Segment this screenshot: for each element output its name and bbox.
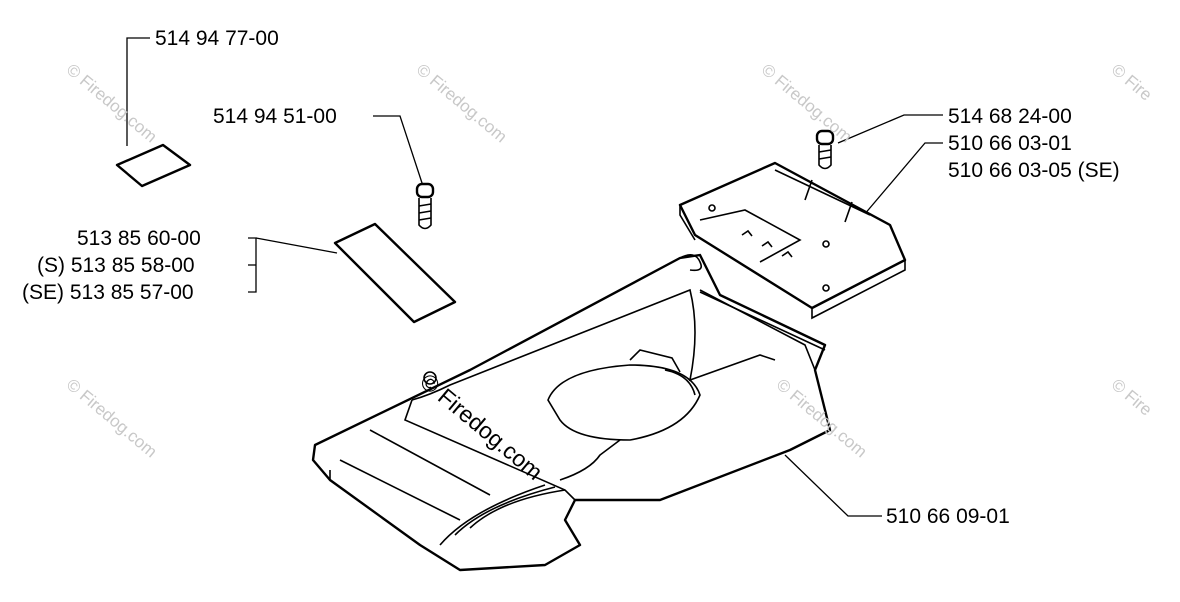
label-510-66-09-01: 510 66 09-01 xyxy=(886,505,1010,528)
large-decal-shape xyxy=(333,222,457,324)
center-screw-shape xyxy=(415,182,435,230)
leader-screw-right xyxy=(837,114,943,144)
label-514-94-51-00: 514 94 51-00 xyxy=(213,105,337,128)
label-513-85-60-00: 513 85 60-00 xyxy=(77,227,201,250)
label-510-66-03-05-se: 510 66 03-05 (SE) xyxy=(948,159,1120,182)
leader-plate xyxy=(857,142,943,223)
leader-deflector xyxy=(784,454,882,517)
small-decal-shape xyxy=(115,143,192,188)
deflector-shape xyxy=(311,253,832,572)
label-se-513-85-57-00: (SE) 513 85 57-00 xyxy=(22,281,194,304)
right-screw-shape xyxy=(815,129,835,170)
label-514-68-24-00: 514 68 24-00 xyxy=(948,105,1072,128)
leader-screw-center xyxy=(373,115,424,187)
label-s-513-85-58-00: (S) 513 85 58-00 xyxy=(37,254,195,277)
label-514-94-77-00: 514 94 77-00 xyxy=(155,27,279,50)
mounting-plate-shape xyxy=(678,161,907,320)
leader-decal-small xyxy=(126,37,150,146)
label-510-66-03-01: 510 66 03-01 xyxy=(948,132,1072,155)
leader-decal-large xyxy=(255,237,338,254)
